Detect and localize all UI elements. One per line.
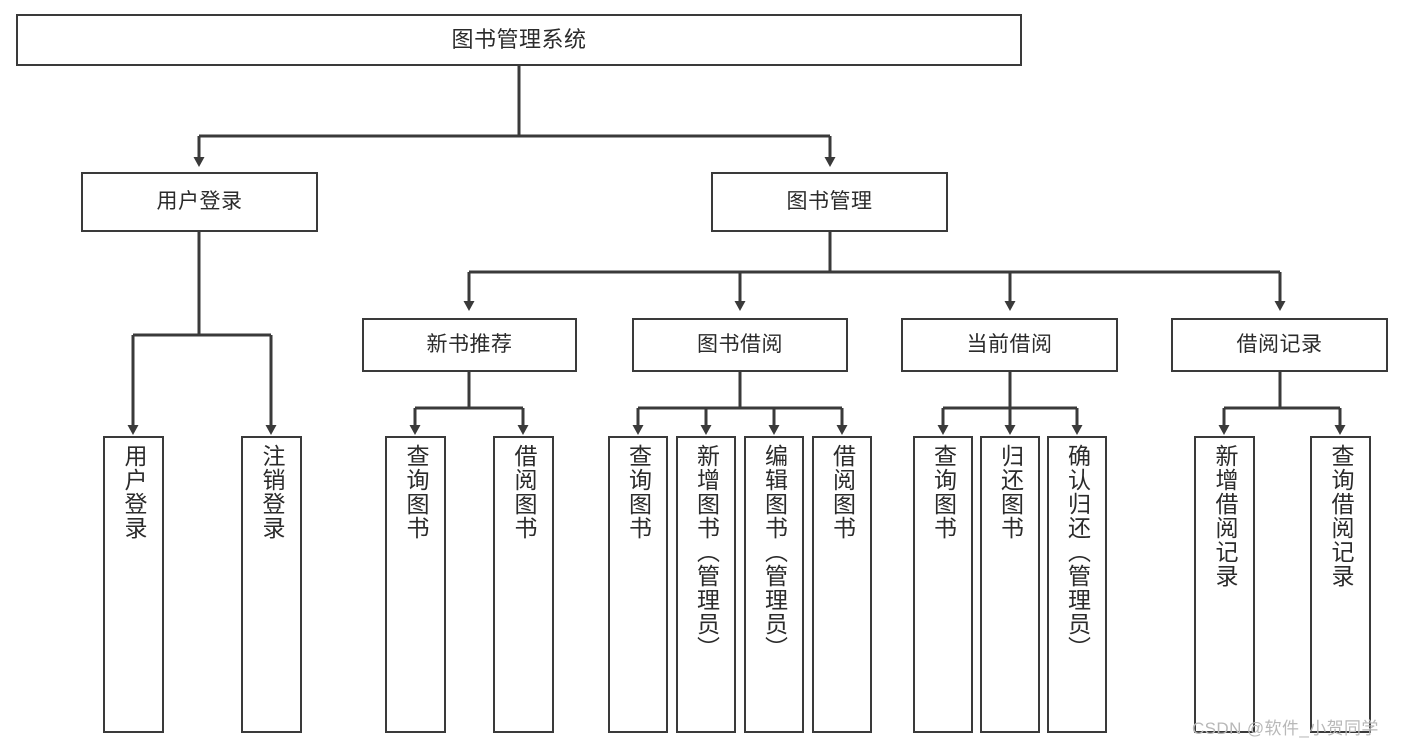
node-new-book-recommendation[interactable]: 新书推荐 bbox=[362, 318, 577, 372]
node-label: 注销登录 bbox=[259, 444, 285, 540]
leaf-query-borrowing-record[interactable]: 查询借阅记录 bbox=[1310, 436, 1371, 733]
node-label: 新增图书（管理员） bbox=[693, 444, 720, 660]
node-user-login[interactable]: 用户登录 bbox=[81, 172, 318, 232]
node-label: 归还图书 bbox=[997, 444, 1024, 540]
node-current-borrowing[interactable]: 当前借阅 bbox=[901, 318, 1118, 372]
node-label: 新增借阅记录 bbox=[1212, 444, 1238, 588]
leaf-query-books-recommendation[interactable]: 查询图书 bbox=[385, 436, 446, 733]
leaf-edit-book-admin[interactable]: 编辑图书（管理员） bbox=[744, 436, 804, 733]
leaf-borrow-books-recommendation[interactable]: 借阅图书 bbox=[493, 436, 554, 733]
leaf-query-books-current[interactable]: 查询图书 bbox=[913, 436, 973, 733]
node-label: 用户登录 bbox=[121, 444, 147, 540]
leaf-return-books[interactable]: 归还图书 bbox=[980, 436, 1040, 733]
node-label: 借阅记录 bbox=[1236, 332, 1323, 356]
node-borrowing-records[interactable]: 借阅记录 bbox=[1171, 318, 1388, 372]
node-label: 新书推荐 bbox=[426, 332, 513, 356]
node-label: 借阅图书 bbox=[829, 444, 856, 540]
node-label: 编辑图书（管理员） bbox=[761, 444, 788, 660]
node-root-book-management-system[interactable]: 图书管理系统 bbox=[16, 14, 1022, 66]
node-label: 查询图书 bbox=[930, 444, 957, 540]
leaf-add-book-admin[interactable]: 新增图书（管理员） bbox=[676, 436, 736, 733]
leaf-add-borrowing-record[interactable]: 新增借阅记录 bbox=[1194, 436, 1255, 733]
leaf-confirm-return-admin[interactable]: 确认归还（管理员） bbox=[1047, 436, 1107, 733]
node-book-borrowing[interactable]: 图书借阅 bbox=[632, 318, 848, 372]
node-label: 当前借阅 bbox=[966, 332, 1053, 356]
node-label: 借阅图书 bbox=[511, 444, 537, 540]
node-label: 图书管理 bbox=[786, 189, 873, 213]
leaf-query-books-borrowing[interactable]: 查询图书 bbox=[608, 436, 668, 733]
node-label: 用户登录 bbox=[156, 189, 243, 213]
node-label: 查询图书 bbox=[403, 444, 429, 540]
leaf-logout[interactable]: 注销登录 bbox=[241, 436, 302, 733]
node-label: 查询图书 bbox=[625, 444, 652, 540]
node-label: 确认归还（管理员） bbox=[1064, 444, 1091, 660]
leaf-user-login[interactable]: 用户登录 bbox=[103, 436, 164, 733]
node-label: 查询借阅记录 bbox=[1328, 444, 1354, 588]
node-book-management[interactable]: 图书管理 bbox=[711, 172, 948, 232]
leaf-borrow-books-borrowing[interactable]: 借阅图书 bbox=[812, 436, 872, 733]
node-label: 图书管理系统 bbox=[451, 27, 587, 53]
csdn-watermark: CSDN @软件_小贺同学 bbox=[1192, 719, 1379, 738]
node-label: 图书借阅 bbox=[697, 332, 783, 356]
